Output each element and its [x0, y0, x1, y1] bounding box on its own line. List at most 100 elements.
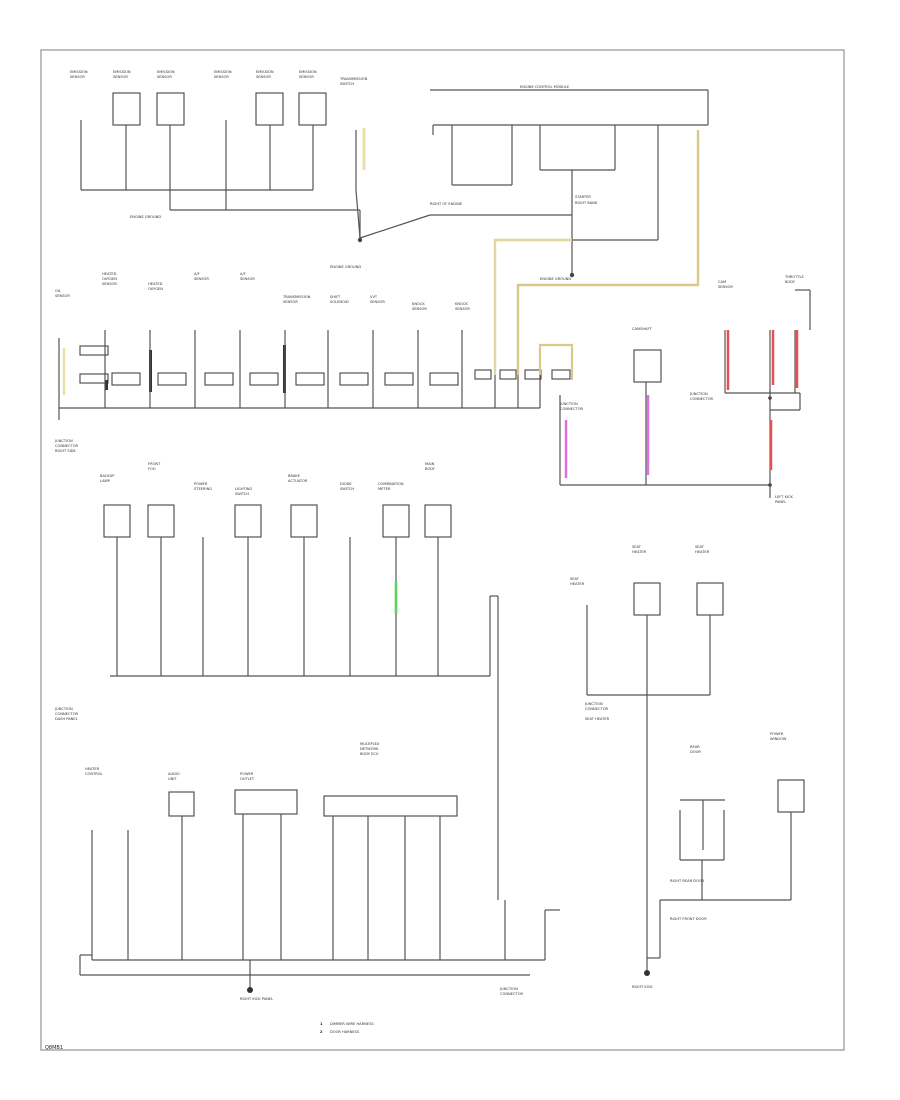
top-component-boxes: [112, 92, 327, 126]
svg-text:OXYGEN: OXYGEN: [148, 287, 163, 291]
diagram-frame: [40, 49, 845, 1051]
legend: 1 DIMMER WIRE HARNESS 2 DOOR HARNESS: [320, 1022, 374, 1034]
top-section: [80, 89, 709, 375]
svg-text:SEAT: SEAT: [695, 545, 705, 549]
svg-text:LIGHTING: LIGHTING: [235, 487, 252, 491]
right-cluster: [559, 289, 811, 498]
svg-text:JUNCTION: JUNCTION: [54, 439, 73, 443]
svg-text:EMISSION: EMISSION: [214, 70, 232, 74]
lower-bus: [79, 700, 560, 993]
svg-text:SENSOR: SENSOR: [455, 307, 470, 311]
svg-text:SENSOR: SENSOR: [102, 282, 117, 286]
svg-text:HEATER: HEATER: [695, 550, 710, 554]
svg-text:JUNCTION: JUNCTION: [584, 702, 603, 706]
middle-section: [103, 504, 724, 976]
svg-text:CONNECTOR: CONNECTOR: [585, 707, 609, 711]
svg-text:CONNECTOR: CONNECTOR: [500, 992, 524, 996]
svg-text:HEATER: HEATER: [570, 582, 585, 586]
svg-text:OUTLET: OUTLET: [240, 777, 255, 781]
svg-text:TRANSMISSION: TRANSMISSION: [282, 295, 311, 299]
svg-text:SENSOR: SENSOR: [299, 75, 314, 79]
svg-text:RIGHT SIDE: RIGHT SIDE: [55, 449, 76, 453]
svg-text:TRANSMISSION: TRANSMISSION: [339, 77, 368, 81]
lower-component-boxes: [168, 779, 805, 817]
svg-text:POWER: POWER: [240, 772, 254, 776]
svg-text:ENGINE CONTROL MODULE: ENGINE CONTROL MODULE: [520, 85, 570, 89]
lower-section: [79, 700, 805, 993]
svg-text:DIODE: DIODE: [340, 482, 352, 486]
svg-text:SENSOR: SENSOR: [113, 75, 128, 79]
svg-text:SENSOR: SENSOR: [718, 285, 733, 289]
svg-text:SENSOR: SENSOR: [214, 75, 229, 79]
svg-text:ENGINE GROUND: ENGINE GROUND: [330, 265, 361, 269]
svg-text:SENSOR: SENSOR: [256, 75, 271, 79]
diagram-code: Q8MB1: [45, 1045, 63, 1051]
svg-text:MULTIPLEX: MULTIPLEX: [360, 742, 380, 746]
svg-text:RIGHT REAR DOOR: RIGHT REAR DOOR: [670, 879, 705, 883]
svg-text:SEAT HEATER: SEAT HEATER: [585, 717, 610, 721]
svg-text:JUNCTION: JUNCTION: [499, 987, 518, 991]
svg-text:SENSOR: SENSOR: [70, 75, 85, 79]
svg-text:CONNECTOR: CONNECTOR: [55, 444, 79, 448]
svg-text:RIGHT BANK: RIGHT BANK: [575, 201, 598, 205]
svg-text:HEATED: HEATED: [102, 272, 117, 276]
svg-text:OIL: OIL: [55, 289, 61, 293]
upper-middle-row: [58, 289, 811, 498]
svg-text:AUDIO: AUDIO: [168, 772, 180, 776]
right-middle-trio: [586, 582, 724, 976]
svg-text:SEAT: SEAT: [632, 545, 642, 549]
svg-text:KNOCK: KNOCK: [412, 302, 425, 306]
legend-code-1: 1: [320, 1022, 323, 1026]
upper-bus: [58, 330, 541, 420]
svg-text:BODY ECU: BODY ECU: [360, 752, 379, 756]
svg-text:POWER: POWER: [770, 732, 784, 736]
olive-wires: [493, 130, 700, 375]
svg-text:STEERING: STEERING: [194, 487, 212, 491]
svg-text:HEATER: HEATER: [632, 550, 647, 554]
engine-control-module-bracket: [430, 89, 709, 278]
svg-text:REAR: REAR: [690, 745, 700, 749]
svg-text:BODY: BODY: [425, 467, 436, 471]
svg-text:MAIN: MAIN: [425, 462, 435, 466]
svg-text:POWER: POWER: [194, 482, 208, 486]
svg-text:OXYGEN: OXYGEN: [102, 277, 117, 281]
svg-text:NETWORK: NETWORK: [360, 747, 379, 751]
olive-loop: [538, 343, 574, 380]
svg-text:PANEL: PANEL: [775, 500, 786, 504]
svg-text:RIGHT KICK PANEL: RIGHT KICK PANEL: [240, 997, 273, 1001]
svg-text:EMISSION: EMISSION: [113, 70, 131, 74]
svg-text:CONNECTOR: CONNECTOR: [55, 712, 79, 716]
svg-text:HEATED: HEATED: [148, 282, 163, 286]
svg-text:DASH PANEL: DASH PANEL: [55, 717, 78, 721]
svg-text:SENSOR: SENSOR: [283, 300, 298, 304]
svg-text:SENSOR: SENSOR: [240, 277, 255, 281]
svg-text:SHIFT: SHIFT: [330, 295, 341, 299]
svg-text:EMISSION: EMISSION: [256, 70, 274, 74]
svg-text:BRAKE: BRAKE: [288, 474, 301, 478]
svg-text:FOG: FOG: [148, 467, 156, 471]
svg-text:WINDOW: WINDOW: [770, 737, 787, 741]
svg-text:RIGHT FRONT DOOR: RIGHT FRONT DOOR: [670, 917, 707, 921]
svg-text:BODY: BODY: [785, 280, 796, 284]
svg-text:CONTROL: CONTROL: [85, 772, 103, 776]
svg-text:RIGHT OF ENGINE: RIGHT OF ENGINE: [430, 202, 463, 206]
svg-text:SENSOR: SENSOR: [370, 300, 385, 304]
svg-text:HEATER: HEATER: [85, 767, 100, 771]
svg-text:JUNCTION: JUNCTION: [54, 707, 73, 711]
svg-text:A/F: A/F: [194, 272, 200, 276]
svg-text:RIGHT KICK: RIGHT KICK: [632, 985, 653, 989]
svg-text:FRONT: FRONT: [148, 462, 161, 466]
svg-text:LAMP: LAMP: [100, 479, 111, 483]
middle-bus: [110, 537, 499, 700]
svg-text:KNOCK: KNOCK: [455, 302, 468, 306]
legend-text-2: DOOR HARNESS: [330, 1030, 360, 1034]
svg-text:THROTTLE: THROTTLE: [784, 275, 805, 279]
svg-text:SENSOR: SENSOR: [55, 294, 70, 298]
svg-text:METER: METER: [378, 487, 391, 491]
svg-text:SENSOR: SENSOR: [194, 277, 209, 281]
svg-text:DOOR: DOOR: [690, 750, 701, 754]
svg-text:CONNECTOR: CONNECTOR: [560, 407, 584, 411]
